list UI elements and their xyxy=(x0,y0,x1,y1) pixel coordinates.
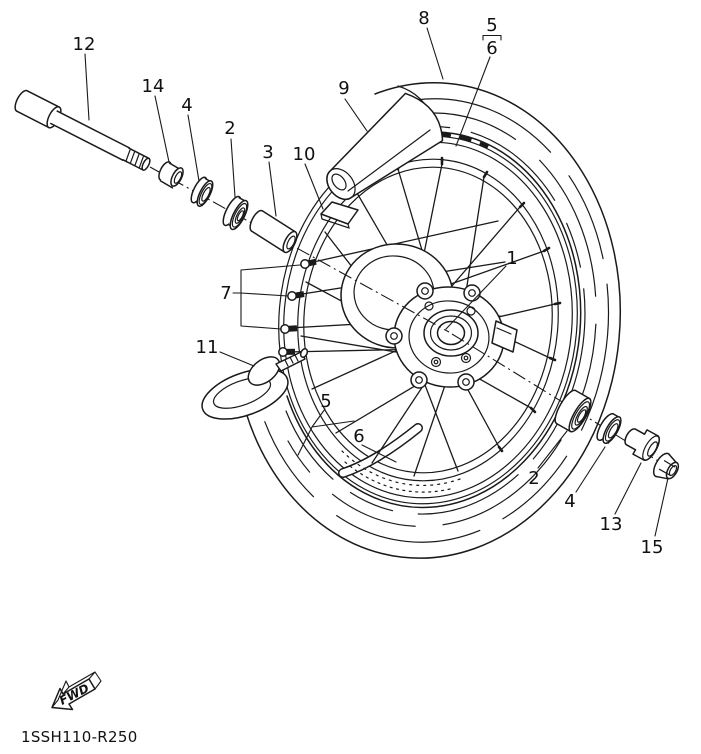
callout-band-upper: 10 xyxy=(293,144,316,165)
callout-nut: 15 xyxy=(641,537,664,558)
callout-tube: 9 xyxy=(338,78,349,99)
callout-labels: 12 14 4 2 3 10 9 8 5 6 7 11 1 5 6 2 4 13… xyxy=(73,8,664,558)
oil-seal-left xyxy=(190,176,214,207)
wheel-assembly xyxy=(201,82,622,559)
callout-bearing-left: 2 xyxy=(224,118,235,139)
callout-collar-right: 13 xyxy=(600,514,623,535)
callout-band-lower: 6 xyxy=(353,426,364,447)
callout-axle: 12 xyxy=(73,34,96,55)
spoke-set-bracket xyxy=(232,264,301,330)
fwd-label: FWD xyxy=(57,681,91,708)
axle xyxy=(14,89,151,171)
callout-spoke-set: 7 xyxy=(220,283,231,304)
oil-seal-right xyxy=(596,412,622,445)
callout-rim-lower: 5 xyxy=(320,391,331,412)
bearing-left xyxy=(222,195,249,231)
callout-rim-top: 5 xyxy=(486,15,497,36)
fwd-arrow: FWD xyxy=(51,671,102,711)
callout-spacer: 3 xyxy=(262,142,273,163)
hub-bore xyxy=(423,301,479,368)
callout-tire: 8 xyxy=(418,8,429,29)
drawing-code: 1SSH110-R250 xyxy=(21,728,138,746)
rim-band-lower xyxy=(338,423,461,493)
flange-nut xyxy=(652,452,680,480)
rim-band-upper xyxy=(320,201,359,229)
bearing-right xyxy=(554,389,592,433)
valve-stem xyxy=(247,348,309,386)
leader-lines xyxy=(84,27,669,537)
fraction-bar xyxy=(482,34,502,41)
callout-collar-left: 14 xyxy=(142,76,165,97)
callout-bearing-right: 2 xyxy=(528,468,539,489)
hub-flange-ears xyxy=(385,282,518,391)
spacer xyxy=(249,209,298,254)
callout-hub: 1 xyxy=(506,248,517,269)
collar-right xyxy=(624,428,660,462)
spoke-nipple-heads xyxy=(278,258,317,357)
inner-tube xyxy=(326,92,444,201)
callout-seal-left: 4 xyxy=(181,95,192,116)
collar-left xyxy=(158,161,184,189)
callout-valve: 11 xyxy=(196,337,219,358)
callout-band-top: 6 xyxy=(486,38,497,59)
callout-seal-right: 4 xyxy=(564,491,575,512)
hub xyxy=(340,243,518,391)
